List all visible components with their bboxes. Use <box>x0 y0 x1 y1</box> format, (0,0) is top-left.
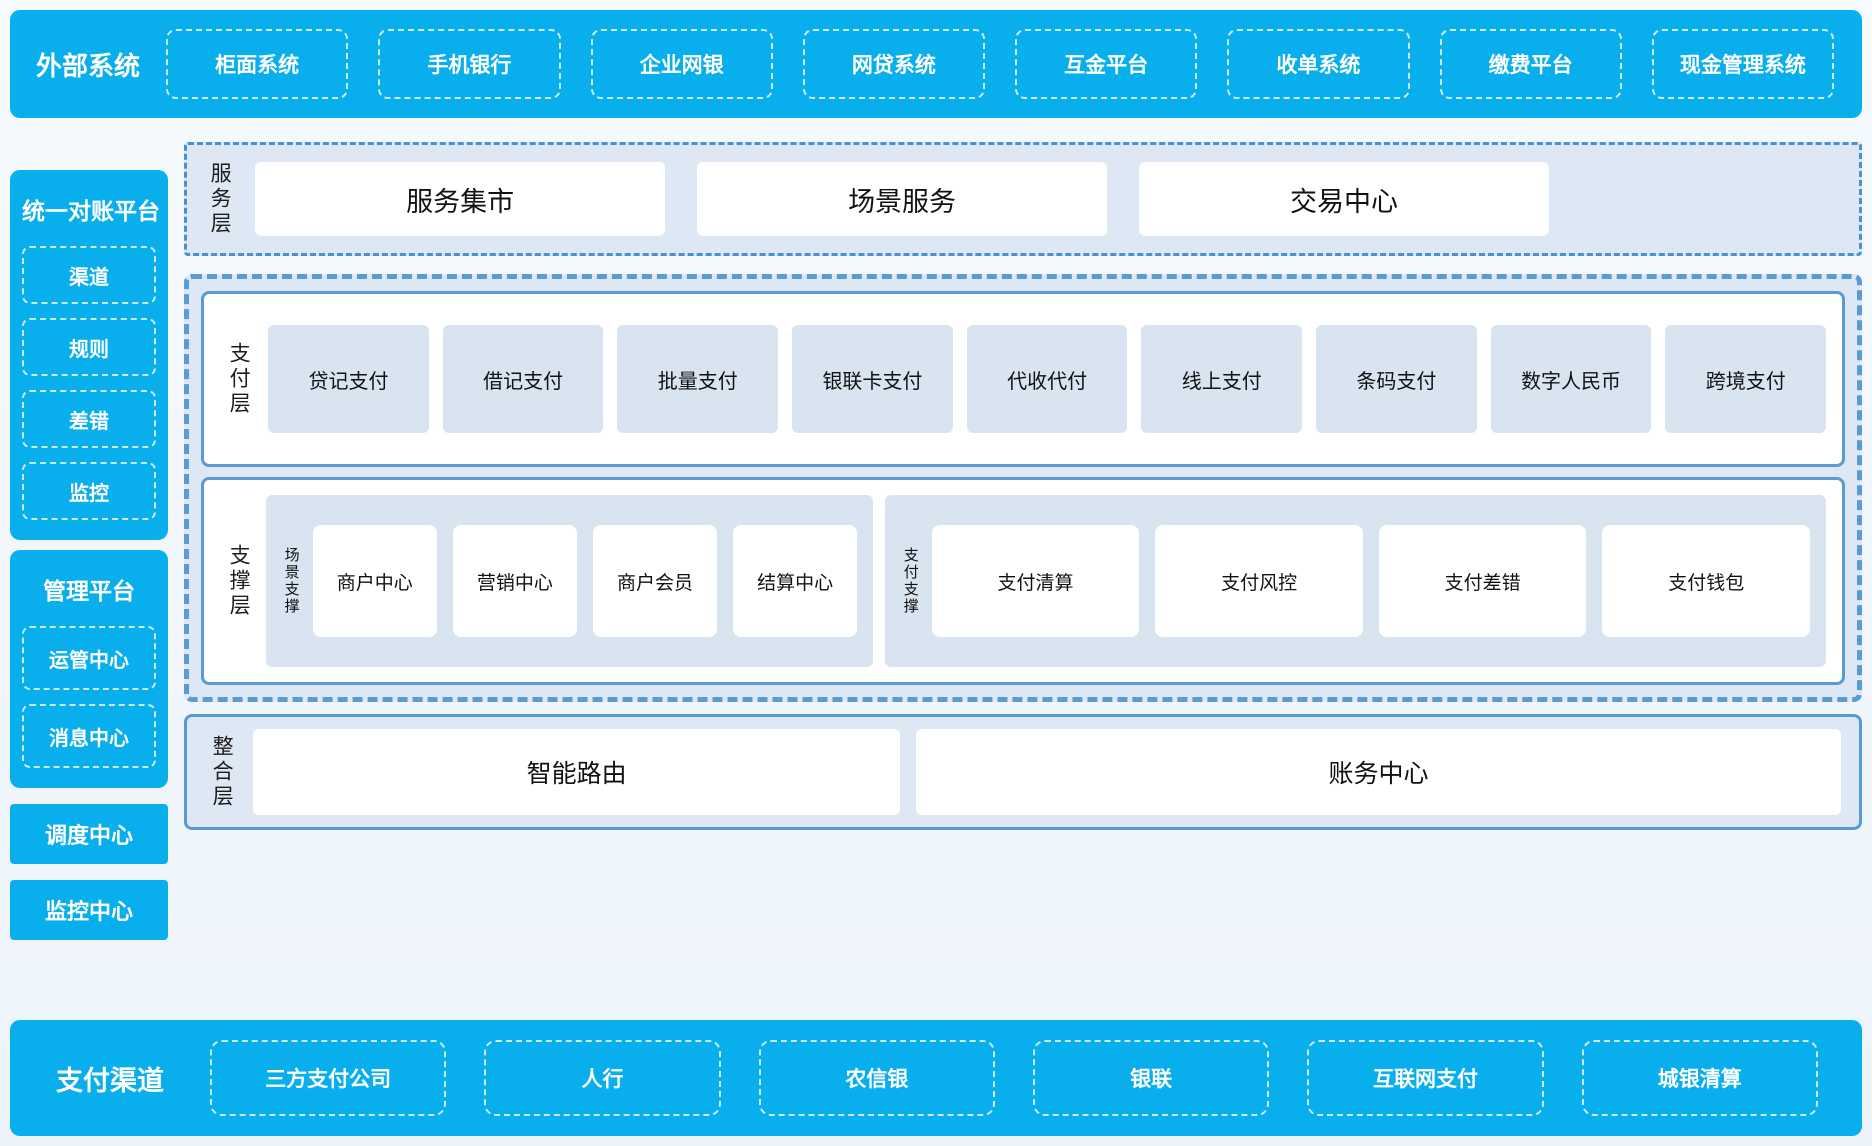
external-systems-title: 外部系统 <box>36 50 141 81</box>
reconciliation-item: 渠道 <box>22 246 156 304</box>
external-system-item: 现金管理系统 <box>1651 29 1835 99</box>
service-layer: 服务层 服务集市 场景服务 交易中心 <box>184 142 1862 256</box>
payment-channel-item: 城银清算 <box>1581 1040 1818 1116</box>
payment-item: 批量支付 <box>617 325 779 433</box>
external-system-item: 网贷系统 <box>802 29 986 99</box>
payment-channel-item: 三方支付公司 <box>210 1040 447 1116</box>
payment-channels-items: 三方支付公司 人行 农信银 银联 互联网支付 城银清算 <box>210 1040 1862 1116</box>
external-system-item: 互金平台 <box>1015 29 1198 99</box>
payment-layer-items: 贷记支付 借记支付 批量支付 银联卡支付 代收代付 线上支付 条码支付 数字人民… <box>268 325 1827 433</box>
scene-support-item: 结算中心 <box>733 525 858 637</box>
scene-support-items: 商户中心 营销中心 商户会员 结算中心 <box>312 525 858 637</box>
integration-layer-label: 整合层 <box>210 734 234 810</box>
payment-item: 贷记支付 <box>268 325 429 433</box>
scene-support-item: 商户中心 <box>312 525 437 637</box>
payment-item: 条码支付 <box>1316 325 1477 433</box>
left-column: 统一对账平台 渠道 规则 差错 监控 管理平台 运管中心 消息中心 调度中心 监… <box>10 142 168 1020</box>
reconciliation-item: 规则 <box>22 318 156 376</box>
integration-layer: 整合层 智能路由 账务中心 <box>184 714 1862 830</box>
service-layer-boxes: 服务集市 场景服务 交易中心 <box>255 162 1849 236</box>
external-systems-bar: 外部系统 柜面系统 手机银行 企业网银 网贷系统 互金平台 收单系统 缴费平台 … <box>10 10 1862 118</box>
support-layer: 支撑层 场景支撑 商户中心 营销中心 商户会员 结算中心 <box>201 477 1845 685</box>
service-layer-label: 服务层 <box>208 161 232 237</box>
payment-item: 借记支付 <box>442 325 604 433</box>
payment-support-item: 支付风控 <box>1155 525 1363 637</box>
monitor-center-block: 监控中心 <box>10 880 168 940</box>
management-item: 运管中心 <box>22 626 156 690</box>
payment-item: 数字人民币 <box>1490 325 1652 433</box>
payment-support-label: 支付支撑 <box>901 547 919 615</box>
payment-item: 跨境支付 <box>1665 325 1827 433</box>
payment-support-item: 支付清算 <box>931 525 1140 637</box>
dispatch-center-block: 调度中心 <box>10 804 168 864</box>
content-column: 服务层 服务集市 场景服务 交易中心 支付层 贷记支付 借记支付 批量支付 银联… <box>184 142 1862 1020</box>
payment-layer-label: 支付层 <box>227 341 251 417</box>
payment-channels-bar: 支付渠道 三方支付公司 人行 农信银 银联 互联网支付 城银清算 <box>10 1020 1862 1136</box>
main-region: 统一对账平台 渠道 规则 差错 监控 管理平台 运管中心 消息中心 调度中心 监… <box>10 142 1862 1020</box>
payment-channel-item: 人行 <box>484 1040 721 1116</box>
integration-box: 账务中心 <box>916 729 1841 815</box>
payment-support-group: 支付支撑 支付清算 支付风控 支付差错 支付钱包 <box>885 495 1826 667</box>
payment-channels-title: 支付渠道 <box>56 1065 164 1096</box>
service-box: 交易中心 <box>1139 162 1549 236</box>
external-system-item: 手机银行 <box>378 29 561 99</box>
payment-support-item: 支付差错 <box>1378 525 1587 637</box>
external-system-item: 柜面系统 <box>166 29 349 99</box>
payment-channel-item: 互联网支付 <box>1307 1040 1544 1116</box>
payment-item: 银联卡支付 <box>792 325 953 433</box>
service-box: 服务集市 <box>255 162 666 236</box>
payment-channel-item: 银联 <box>1032 1040 1270 1116</box>
management-item: 消息中心 <box>22 704 156 768</box>
service-box: 场景服务 <box>697 162 1108 236</box>
reconciliation-item: 监控 <box>22 462 156 520</box>
scene-support-item: 营销中心 <box>452 525 577 637</box>
payment-item: 代收代付 <box>966 325 1128 433</box>
external-system-item: 企业网银 <box>590 29 773 99</box>
external-systems-items: 柜面系统 手机银行 企业网银 网贷系统 互金平台 收单系统 缴费平台 现金管理系… <box>166 29 1862 99</box>
scene-support-item: 商户会员 <box>592 525 718 637</box>
integration-box: 智能路由 <box>253 729 900 815</box>
payment-layer: 支付层 贷记支付 借记支付 批量支付 银联卡支付 代收代付 线上支付 条码支付 … <box>201 291 1845 467</box>
external-system-item: 缴费平台 <box>1439 29 1622 99</box>
core-layers-container: 支付层 贷记支付 借记支付 批量支付 银联卡支付 代收代付 线上支付 条码支付 … <box>184 274 1862 702</box>
support-layer-groups: 场景支撑 商户中心 营销中心 商户会员 结算中心 支付支撑 支付清算 <box>266 495 1826 667</box>
scene-support-group: 场景支撑 商户中心 营销中心 商户会员 结算中心 <box>266 495 874 667</box>
support-layer-label: 支撑层 <box>227 543 251 619</box>
integration-layer-boxes: 智能路由 账务中心 <box>253 729 1841 815</box>
management-platform-block: 管理平台 运管中心 消息中心 <box>10 550 168 788</box>
scene-support-label: 场景支撑 <box>282 547 300 615</box>
external-system-item: 收单系统 <box>1227 29 1410 99</box>
payment-support-items: 支付清算 支付风控 支付差错 支付钱包 <box>931 525 1811 637</box>
management-platform-title: 管理平台 <box>43 578 135 604</box>
payment-channel-item: 农信银 <box>758 1040 995 1116</box>
payment-item: 线上支付 <box>1141 325 1303 433</box>
reconciliation-item: 差错 <box>22 390 156 448</box>
payment-support-item: 支付钱包 <box>1602 525 1811 637</box>
reconciliation-platform-title: 统一对账平台 <box>22 198 160 224</box>
reconciliation-platform-block: 统一对账平台 渠道 规则 差错 监控 <box>10 170 168 540</box>
